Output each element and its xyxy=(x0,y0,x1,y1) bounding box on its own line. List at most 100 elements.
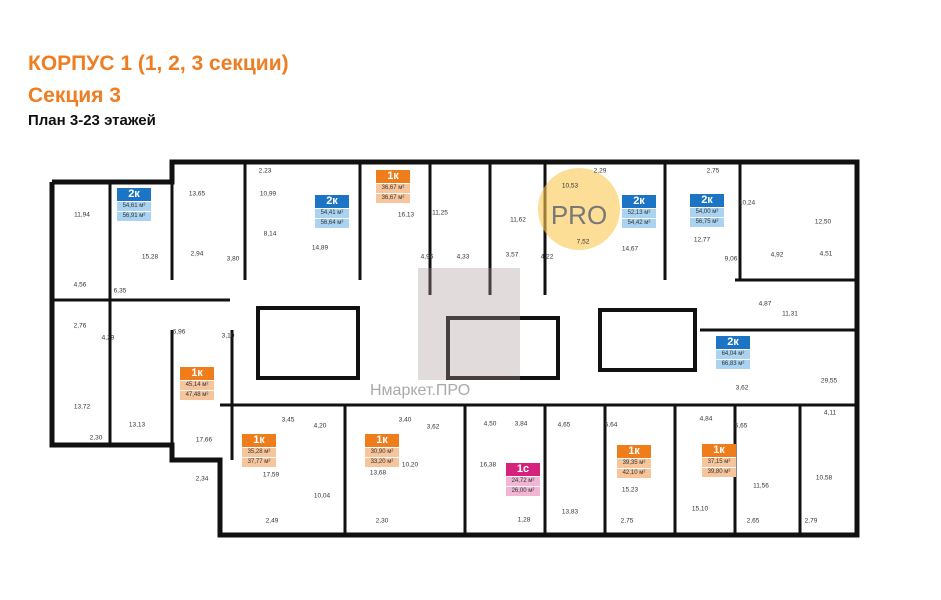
room-area-label: 4,84 xyxy=(699,415,713,423)
elevator-core xyxy=(446,316,560,380)
room-area-label: 13,65 xyxy=(188,190,206,198)
room-area-label: 8,14 xyxy=(263,230,277,238)
room-area-label: 5,65 xyxy=(734,422,748,430)
room-area-label: 13,68 xyxy=(369,469,387,477)
apt-total-area: 39,80 м² xyxy=(702,467,736,477)
apt-type: 1к xyxy=(242,434,276,447)
apt-type: 1к xyxy=(617,445,651,458)
apt-living-area: 36,67 м² xyxy=(376,183,410,193)
room-area-label: 11,56 xyxy=(753,482,769,490)
apt-type: 2к xyxy=(716,336,750,349)
room-area-label: 10,58 xyxy=(815,474,833,482)
apt-living-area: 39,35 м² xyxy=(617,458,651,468)
apt-total-area: 33,20 м² xyxy=(365,457,399,467)
apt-living-area: 30,90 м² xyxy=(365,447,399,457)
room-area-label: 13,83 xyxy=(561,508,579,516)
room-area-label: 7,52 xyxy=(576,238,590,246)
room-area-label: 10,99 xyxy=(259,190,277,198)
room-area-label: 12,77 xyxy=(693,236,711,244)
room-area-label: 3,10 xyxy=(221,332,235,340)
apt-type: 1к xyxy=(180,367,214,380)
room-area-label: 10,53 xyxy=(561,182,579,190)
room-area-label: 17,66 xyxy=(195,436,213,444)
apt-living-area: 54,00 м² xyxy=(690,207,724,217)
stair-core xyxy=(256,306,360,380)
room-area-label: 13,13 xyxy=(128,421,146,429)
apt-total-area: 37,77 м² xyxy=(242,457,276,467)
room-area-label: 2,30 xyxy=(89,434,103,442)
room-area-label: 15,23 xyxy=(621,486,639,494)
room-area-label: 11,94 xyxy=(74,211,90,219)
room-area-label: 29,55 xyxy=(820,377,838,385)
room-area-label: 3,84 xyxy=(514,420,528,428)
room-area-label: 4,87 xyxy=(758,300,772,308)
room-area-label: 2,94 xyxy=(190,250,204,258)
room-area-label: 2,75 xyxy=(620,517,634,525)
outer-wall xyxy=(49,159,860,538)
apt-total-area: 54,42 м² xyxy=(622,218,656,228)
room-area-label: 4,92 xyxy=(770,251,784,259)
floor-range: План 3-23 этажей xyxy=(28,112,156,129)
room-area-label: 1,28 xyxy=(517,516,531,524)
room-area-label: 3,62 xyxy=(426,423,440,431)
room-area-label: 4,51 xyxy=(819,250,833,258)
apt-living-area: 37,15 м² xyxy=(702,457,736,467)
room-area-label: 13,72 xyxy=(73,403,91,411)
apt-total-area: 56,75 м² xyxy=(690,217,724,227)
pro-watermark: PRO xyxy=(550,200,608,230)
building-title: КОРПУС 1 (1, 2, 3 секции) xyxy=(28,52,289,75)
room-area-label: 10,24 xyxy=(738,199,756,207)
room-area-label: 4,56 xyxy=(73,281,87,289)
apt-total-area: 56,64 м² xyxy=(315,218,349,228)
apt-total-area: 56,91 м² xyxy=(117,211,151,221)
room-area-label: 2,49 xyxy=(265,517,279,525)
room-area-label: 14,67 xyxy=(621,245,639,253)
watermark-logo xyxy=(418,268,520,380)
pro-watermark-circle xyxy=(538,168,620,250)
room-area-label: 2,29 xyxy=(593,167,607,175)
room-area-label: 17,59 xyxy=(262,471,280,479)
room-area-label: 10,04 xyxy=(313,492,331,500)
apt-living-area: 52,13 м² xyxy=(622,208,656,218)
apt-type: 1с xyxy=(506,463,540,476)
room-area-label: 11,25 xyxy=(432,209,448,217)
apt-type: 1к xyxy=(702,444,736,457)
apt-type: 1к xyxy=(365,434,399,447)
apt-type: 2к xyxy=(690,194,724,207)
room-area-label: 4,33 xyxy=(456,253,470,261)
site-watermark: Нмаркет.ПРО xyxy=(370,382,471,399)
apt-living-area: 54,61 м² xyxy=(117,201,151,211)
apt-total-area: 66,83 м² xyxy=(716,359,750,369)
room-area-label: 6,96 xyxy=(172,328,186,336)
apt-total-area: 42,10 м² xyxy=(617,468,651,478)
room-area-label: 3,62 xyxy=(735,384,749,392)
room-area-label: 10,20 xyxy=(401,461,419,469)
room-area-label: 4,22 xyxy=(540,253,554,261)
section-title: Секция 3 xyxy=(28,84,121,107)
room-area-label: 12,50 xyxy=(814,218,832,226)
room-area-label: 4,96 xyxy=(420,253,434,261)
apt-living-area: 54,41 м² xyxy=(315,208,349,218)
room-area-label: 3,45 xyxy=(281,416,295,424)
room-area-label: 3,57 xyxy=(505,251,519,259)
utility-core xyxy=(598,308,697,372)
room-area-label: 2,34 xyxy=(195,475,209,483)
apt-living-area: 45,14 м² xyxy=(180,380,214,390)
room-area-label: 15,28 xyxy=(141,253,159,261)
room-area-label: 2,79 xyxy=(804,517,818,525)
room-area-label: 2,30 xyxy=(375,517,389,525)
apt-type: 2к xyxy=(315,195,349,208)
apt-total-area: 36,67 м² xyxy=(376,193,410,203)
